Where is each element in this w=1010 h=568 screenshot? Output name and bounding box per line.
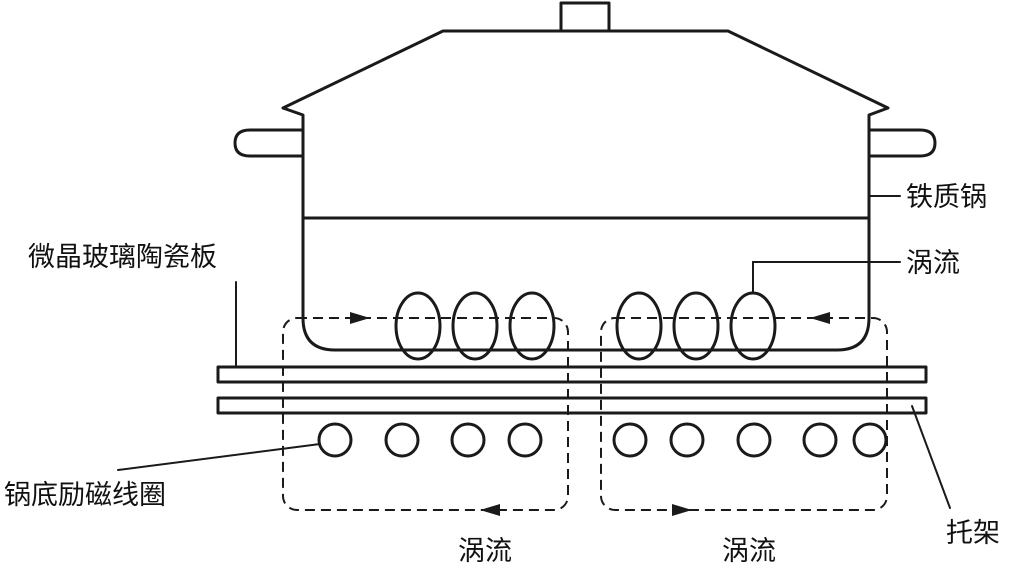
label-bracket: 托架: [946, 518, 1000, 549]
eddy-ellipse: [451, 291, 499, 361]
coil-turn: [669, 422, 705, 458]
label-eddy-current-right: 涡流: [722, 536, 776, 567]
pot-lid: [281, 29, 890, 132]
eddy-ellipse: [508, 291, 556, 361]
label-eddy-current-top: 涡流: [906, 248, 960, 279]
coil-turn: [450, 422, 486, 458]
coil-turn: [802, 422, 838, 458]
coil-turn: [384, 422, 420, 458]
label-eddy-current-left: 涡流: [458, 536, 512, 567]
leader-excitation-coil: [117, 443, 321, 471]
label-iron-pot: 铁质锅: [906, 182, 987, 213]
eddy-ellipse: [672, 291, 720, 361]
coil-turn: [736, 422, 772, 458]
label-excitation-coil: 锅底励磁线圈: [4, 480, 166, 511]
arrow-bottom-right: [672, 504, 692, 516]
lid-knob: [559, 1, 611, 33]
label-glass-ceramic-plate: 微晶玻璃陶瓷板: [28, 242, 217, 273]
leader-eddy-current-top: [752, 261, 901, 294]
pot-handle-right: [867, 128, 937, 158]
bracket: [216, 396, 928, 415]
coil-turn: [507, 422, 543, 458]
arrow-top-right: [810, 312, 830, 324]
coil-turn: [317, 422, 353, 458]
leader-bracket: [911, 405, 951, 509]
arrow-bottom-left: [480, 504, 500, 516]
coil-turn: [612, 422, 648, 458]
arrow-top-left: [350, 312, 370, 324]
eddy-loop-left: [282, 317, 569, 511]
glass-ceramic-plate: [216, 365, 928, 384]
pot-handle-left: [233, 128, 305, 158]
eddy-ellipse: [394, 291, 442, 361]
coil-turn: [852, 422, 888, 458]
eddy-loop-right: [600, 317, 888, 511]
eddy-ellipse: [615, 291, 663, 361]
iron-pot-body: [301, 128, 871, 352]
